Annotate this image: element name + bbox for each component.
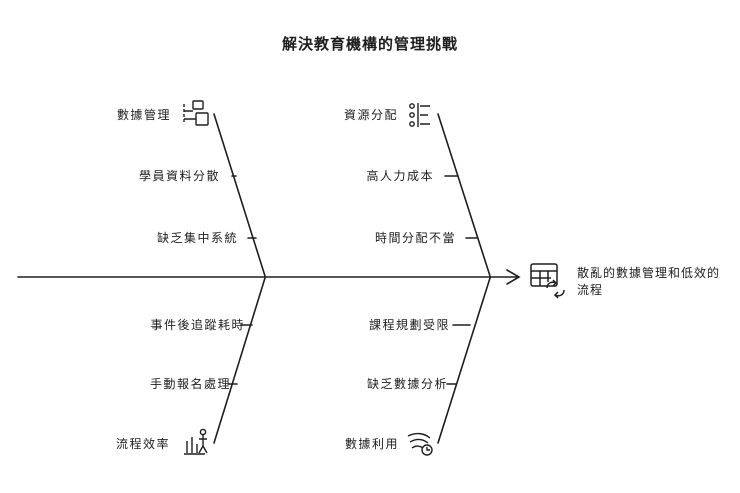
cause-label: 數據管理 — [116, 108, 171, 122]
process-efficiency-icon — [184, 428, 208, 455]
cause-label: 時間分配不當 — [374, 231, 456, 245]
effect-label: 散亂的數據管理和低效的流程 — [577, 266, 721, 297]
cause-label: 流程效率 — [115, 437, 170, 451]
cause-label: 課程規劃受限 — [368, 318, 450, 332]
bone-top-left — [213, 113, 266, 277]
diagram-title: 解決教育機構的管理挑戰 — [281, 35, 458, 53]
cause-label: 缺乏集中系統 — [156, 231, 238, 245]
cause-label: 資源分配 — [343, 108, 398, 122]
resource-allocation-icon — [409, 103, 430, 127]
bone-bottom-left — [213, 277, 266, 444]
data-hierarchy-icon — [183, 100, 209, 126]
cause-label: 數據利用 — [344, 437, 399, 451]
bone-top-right — [437, 113, 491, 277]
cause-label: 事件後追蹤耗時 — [150, 318, 245, 332]
bone-bottom-right — [437, 277, 491, 444]
cause-label: 學員資料分散 — [138, 169, 220, 183]
spine-arrowhead — [506, 269, 521, 285]
table-refresh-icon — [530, 263, 565, 299]
cause-label: 手動報名處理 — [149, 377, 231, 391]
cause-label: 高人力成本 — [366, 169, 434, 183]
data-utilization-icon — [407, 432, 433, 456]
cause-label: 缺乏數據分析 — [366, 377, 448, 391]
